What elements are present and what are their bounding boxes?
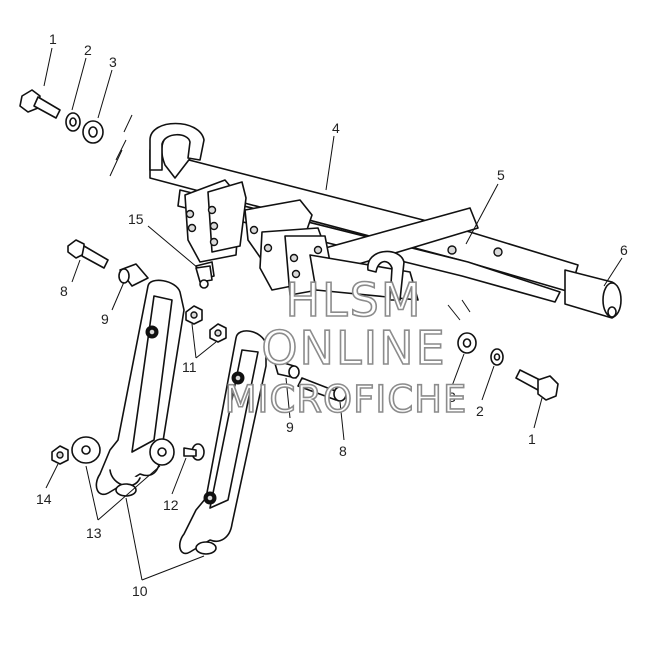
bolt-washer-set-left (19, 89, 104, 144)
callout-10: 10 (132, 583, 148, 599)
callout-2-top: 2 (84, 42, 92, 58)
nut-14 (51, 445, 69, 465)
callout-9-right: 9 (286, 419, 294, 435)
callout-14: 14 (36, 491, 52, 507)
callout-9-top: 9 (101, 311, 109, 327)
callout-3-right: 3 (448, 389, 456, 405)
callout-labels: 1 2 3 4 5 6 8 9 15 11 14 13 12 10 9 8 3 … (36, 31, 628, 599)
watermark-line-2: ONLINE (261, 321, 446, 375)
bolt-washer-set-right (457, 332, 559, 401)
callout-1-right: 1 (528, 431, 536, 447)
grease-fitting (195, 265, 213, 289)
callout-4: 4 (332, 120, 340, 136)
bolt-8-right (297, 377, 347, 402)
watermark: HLSM ONLINE MICROFICHE (224, 272, 468, 422)
callout-15: 15 (128, 211, 144, 227)
callout-2-right: 2 (476, 403, 484, 419)
leader-lines (43, 47, 623, 581)
callout-12: 12 (163, 497, 179, 513)
washers-13 (71, 436, 175, 466)
spacer-9-left (118, 263, 149, 287)
callout-5: 5 (497, 167, 505, 183)
nuts-11 (185, 305, 227, 343)
callout-1-top: 1 (49, 31, 57, 47)
cut-marks (109, 114, 471, 321)
axle-frame (149, 122, 622, 319)
link-arm-right (178, 330, 267, 555)
watermark-line-1: HLSM (285, 273, 422, 327)
spacer-9-right (273, 359, 300, 379)
bolt-8-left (67, 239, 109, 269)
callout-11: 11 (182, 359, 197, 375)
bolt-12 (183, 443, 205, 461)
link-arm-left (95, 279, 185, 497)
callout-3-top: 3 (109, 54, 117, 70)
watermark-line-3: MICROFICHE (225, 378, 468, 421)
callout-8-right: 8 (339, 443, 347, 459)
callout-13: 13 (86, 525, 102, 541)
callout-6: 6 (620, 242, 628, 258)
callout-8-top: 8 (60, 283, 68, 299)
